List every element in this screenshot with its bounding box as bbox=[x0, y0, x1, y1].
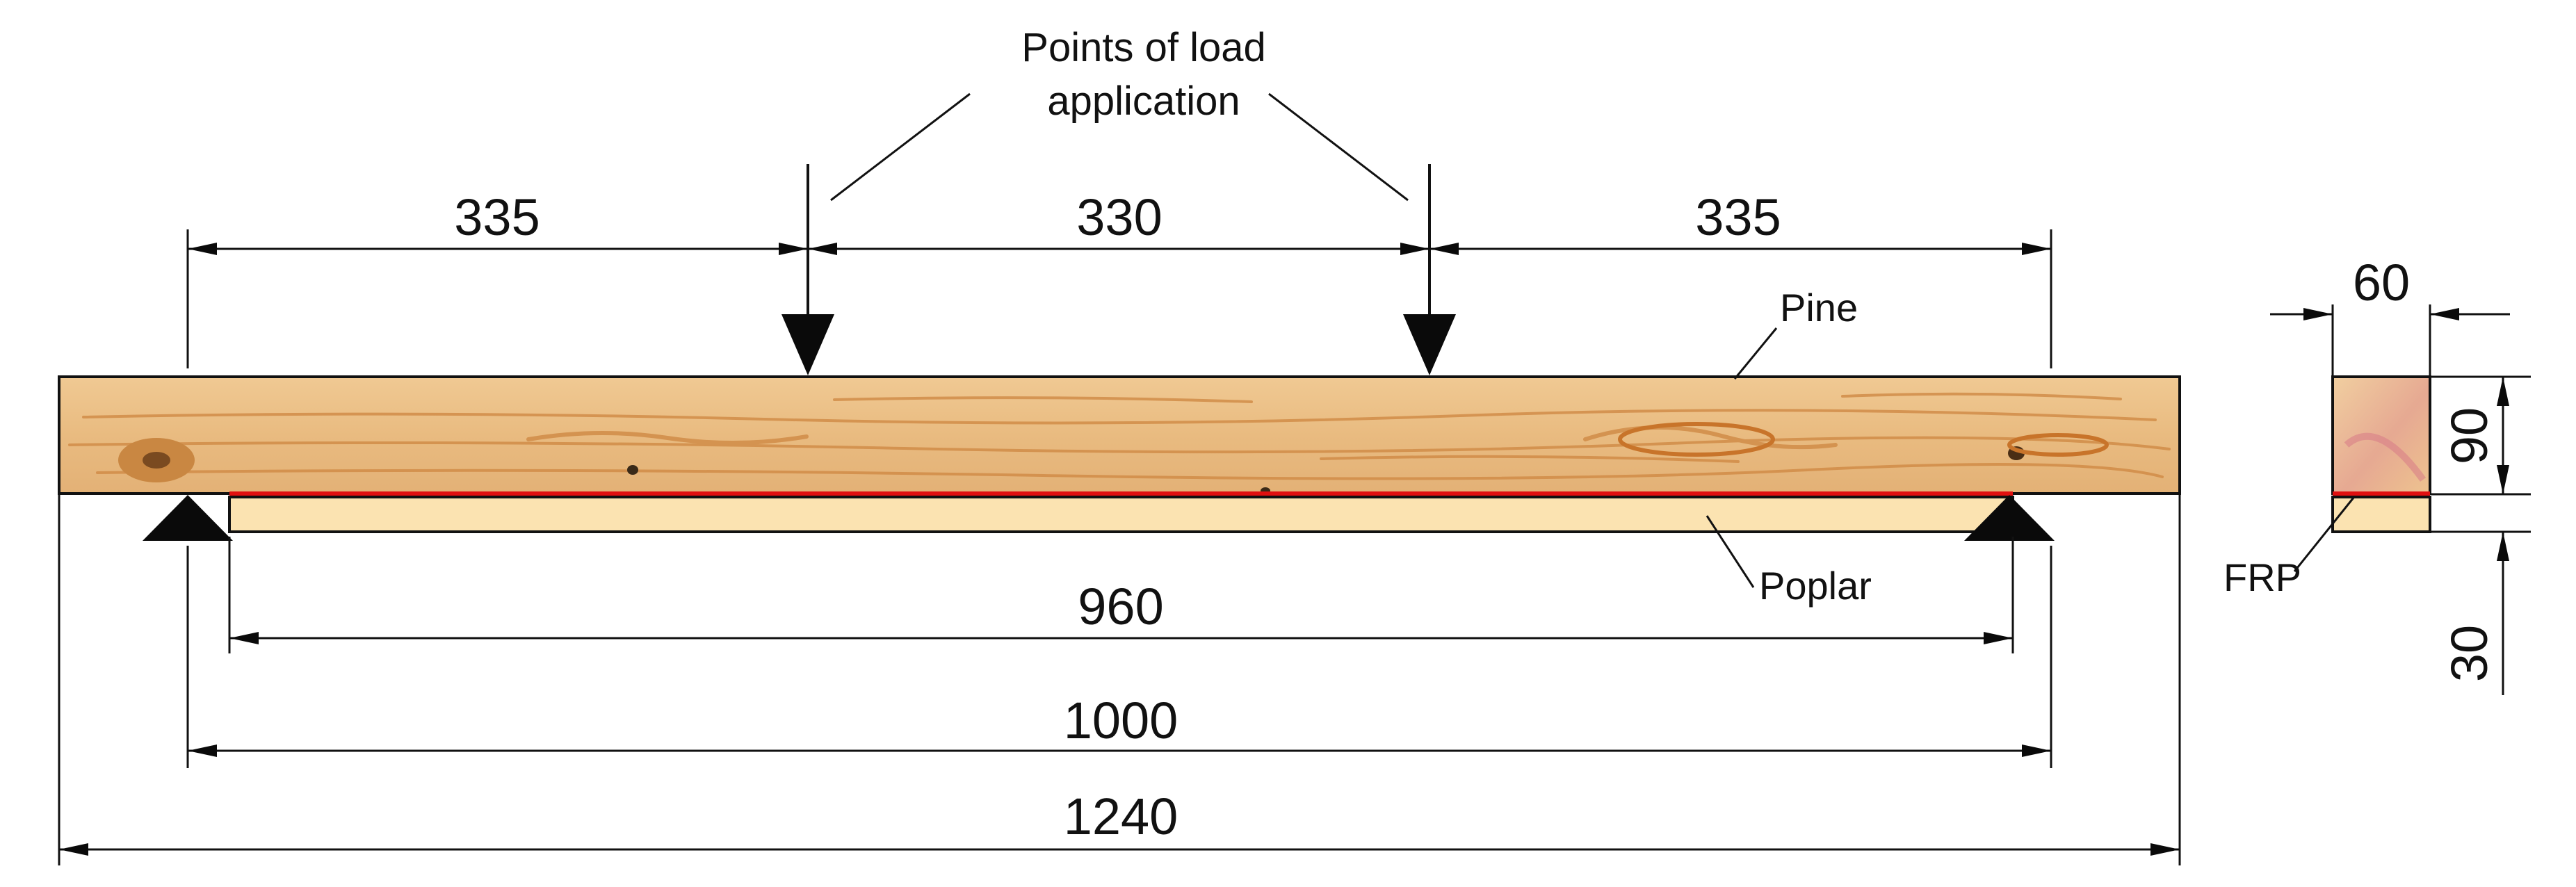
dim-segment-left: 335 bbox=[454, 188, 540, 246]
cross-section bbox=[2331, 375, 2431, 533]
load-arrow-left bbox=[781, 164, 834, 375]
poplar-lamella bbox=[228, 496, 2014, 533]
section-pine bbox=[2331, 375, 2431, 495]
dim-section-depth bbox=[2431, 375, 2531, 695]
dim-line-1240 bbox=[59, 843, 2180, 856]
load-note-leader-left bbox=[830, 92, 971, 202]
dim-line-1000 bbox=[188, 744, 2051, 757]
dim-segment-middle: 330 bbox=[1076, 188, 1162, 246]
dim-section-width bbox=[2270, 304, 2510, 375]
pine-beam bbox=[58, 375, 2181, 495]
dim-poplar-length: 960 bbox=[1078, 578, 1163, 635]
bottom-extension-lines bbox=[58, 495, 2181, 865]
load-note-leader-right bbox=[1268, 92, 1409, 202]
top-dimension-chain bbox=[186, 229, 2052, 368]
load-arrow-right bbox=[1403, 164, 1456, 375]
poplar-leader bbox=[1706, 515, 1755, 588]
frp-leader bbox=[2293, 497, 2355, 572]
section-poplar bbox=[2331, 496, 2431, 533]
section-grain bbox=[2344, 432, 2427, 482]
frp-label: FRP bbox=[2223, 555, 2301, 599]
dim-line-960 bbox=[229, 632, 2013, 644]
dim-section-poplar-depth: 30 bbox=[2440, 625, 2498, 682]
pine-leader bbox=[1733, 327, 1778, 380]
dim-support-span: 1000 bbox=[1064, 692, 1178, 749]
wood-grain bbox=[68, 392, 2171, 480]
dim-section-pine-depth: 90 bbox=[2440, 407, 2498, 464]
pine-label: Pine bbox=[1780, 286, 1858, 329]
top-dimension-arrowheads bbox=[188, 243, 2051, 255]
load-points-label-line2: application bbox=[1047, 79, 1240, 124]
dim-segment-right: 335 bbox=[1695, 188, 1781, 246]
dim-total-length: 1240 bbox=[1064, 788, 1178, 845]
dim-section-width-label: 60 bbox=[2353, 254, 2410, 311]
right-support bbox=[1964, 495, 2055, 541]
load-points-label-line1: Points of load bbox=[1021, 25, 1265, 70]
left-support bbox=[143, 495, 233, 541]
wood-knots bbox=[118, 422, 2109, 494]
poplar-label: Poplar bbox=[1759, 564, 1872, 608]
